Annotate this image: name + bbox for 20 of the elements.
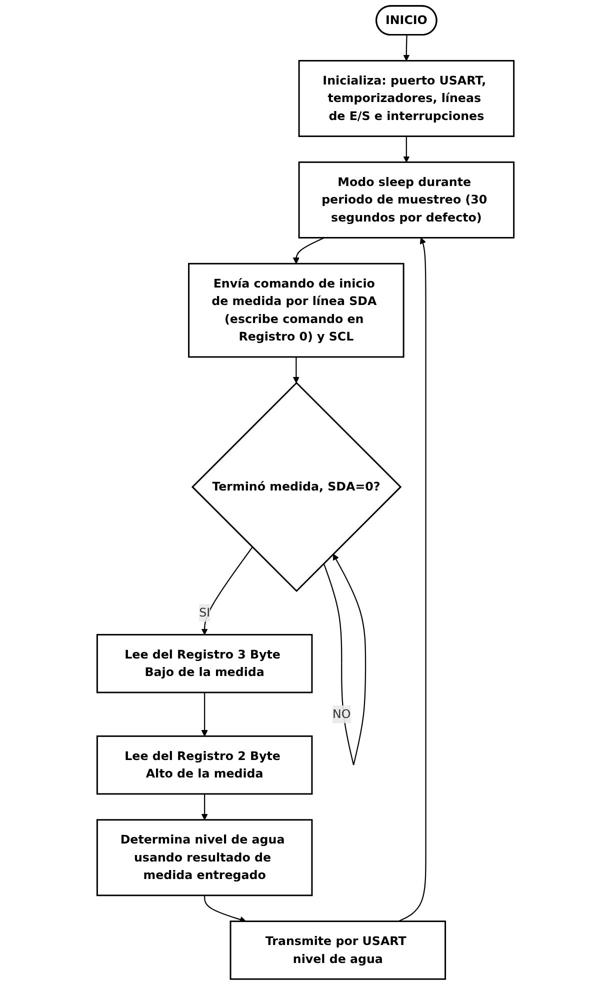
arrow <box>292 237 325 264</box>
arrow <box>398 237 426 922</box>
edge-label: NO <box>332 706 351 721</box>
arrow <box>201 692 208 736</box>
arrow <box>204 895 246 923</box>
node-box: Lee del Registro 3 Byte Bajo de la medida <box>96 634 313 694</box>
node-box: Transmite por USART nivel de agua <box>230 920 446 980</box>
node-box: Determina nivel de agua usando resultado de medida entregado <box>96 819 313 896</box>
node-box: Envía comando de inicio de medida por línea SDA (escribe comando en Registro 0) y SCL <box>188 262 404 358</box>
arrow <box>201 546 253 635</box>
arrow <box>323 554 366 766</box>
node-diamond: Terminó medida, SDA=0? <box>191 382 402 592</box>
arrow <box>403 35 410 62</box>
node-box: Modo sleep durante periodo de muestreo (30 segundos por defecto) <box>298 161 515 238</box>
arrow <box>292 356 300 384</box>
arrow <box>201 794 208 820</box>
arrow <box>403 136 410 162</box>
node-box: Inicializa: puerto USART, temporizadores, líneas de E/S e interrupciones <box>298 60 515 138</box>
edge-label: SI <box>199 605 210 620</box>
node-box: Lee del Registro 2 Byte Alto de la medida <box>96 735 313 795</box>
